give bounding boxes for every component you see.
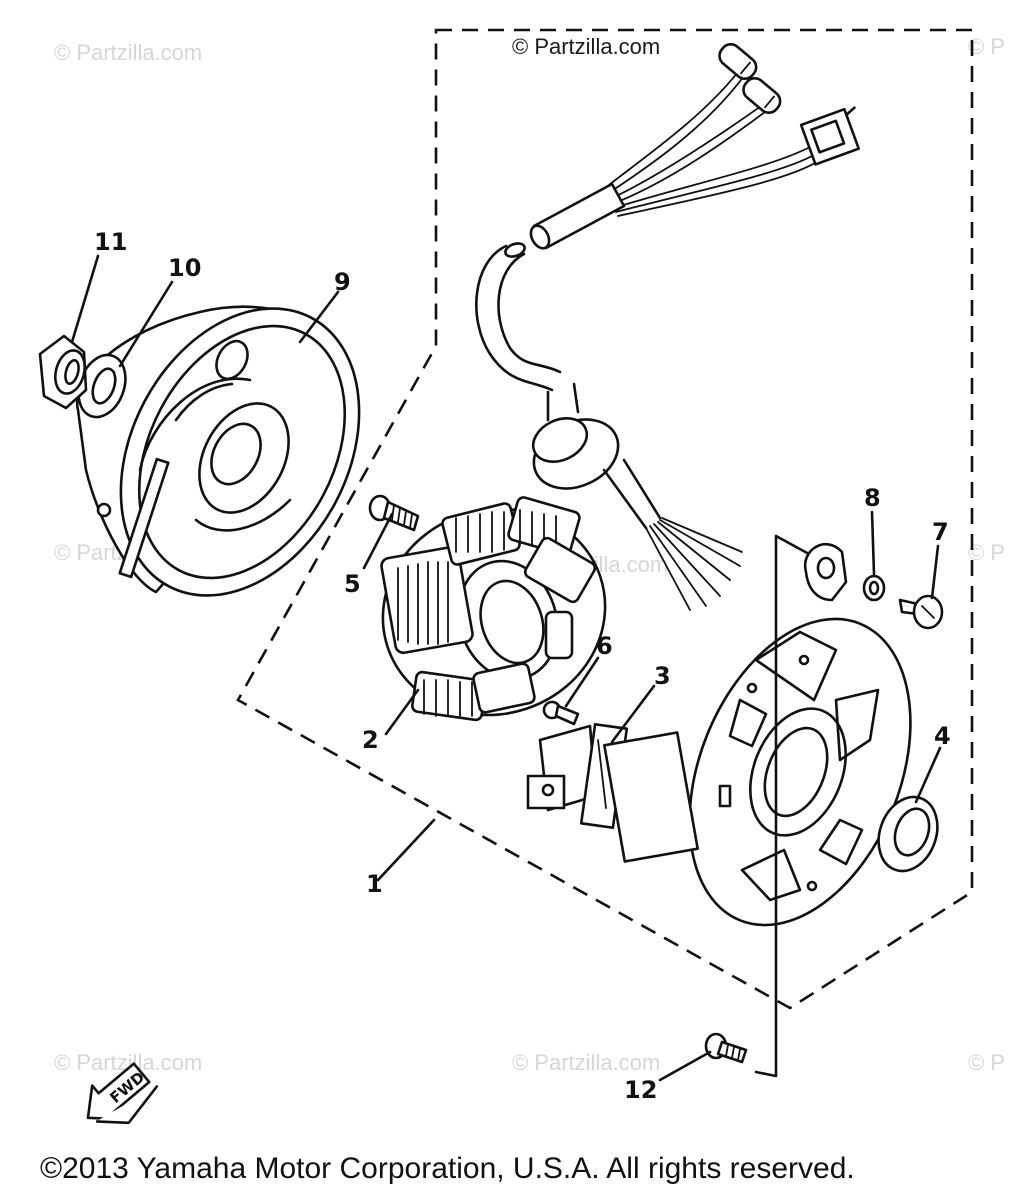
oil-seal — [877, 795, 939, 873]
assembly-boundary — [236, 28, 974, 1010]
watermark-main: © Partzilla.com — [512, 34, 661, 59]
washer — [77, 353, 127, 419]
callout-3: 3 — [654, 662, 671, 690]
watermark-bottom-center: © Partzilla.com — [512, 1050, 661, 1075]
stator-coil — [380, 496, 607, 722]
callout-7: 7 — [932, 518, 949, 546]
callout-6: 6 — [596, 632, 613, 660]
fwd-arrow: FWD — [86, 1062, 159, 1125]
callout-2: 2 — [362, 726, 379, 754]
watermark-top-left: © Partzilla.com — [54, 40, 203, 65]
pickup-coil — [526, 722, 629, 830]
spring-washer — [862, 574, 886, 602]
watermark-top-right: © P — [968, 34, 1005, 59]
wire-harness — [475, 42, 861, 611]
callout-11: 11 — [94, 228, 127, 256]
callout-1: 1 — [366, 870, 383, 898]
callout-4: 4 — [934, 722, 951, 750]
screw-7 — [898, 594, 944, 630]
leader-lines — [70, 254, 942, 1082]
nut — [38, 334, 88, 410]
callout-10: 10 — [168, 254, 201, 282]
flywheel-rotor — [75, 305, 361, 597]
base-plate — [603, 534, 912, 1078]
screw-12 — [704, 1032, 748, 1064]
copyright-notice: ©2013 Yamaha Motor Corporation, U.S.A. A… — [40, 1152, 855, 1185]
callout-8: 8 — [864, 484, 881, 512]
screw-5 — [368, 494, 420, 532]
callout-12: 12 — [624, 1076, 657, 1104]
screw-6 — [542, 700, 580, 726]
callout-9: 9 — [334, 268, 351, 296]
watermark-bottom-right: © P — [968, 1050, 1005, 1075]
lead-clamp — [803, 542, 848, 602]
watermark-mid-right: © P — [968, 540, 1005, 565]
callout-5: 5 — [344, 570, 361, 598]
callout-numbers: 1 2 3 4 5 6 7 8 9 10 11 12 — [94, 228, 951, 1104]
